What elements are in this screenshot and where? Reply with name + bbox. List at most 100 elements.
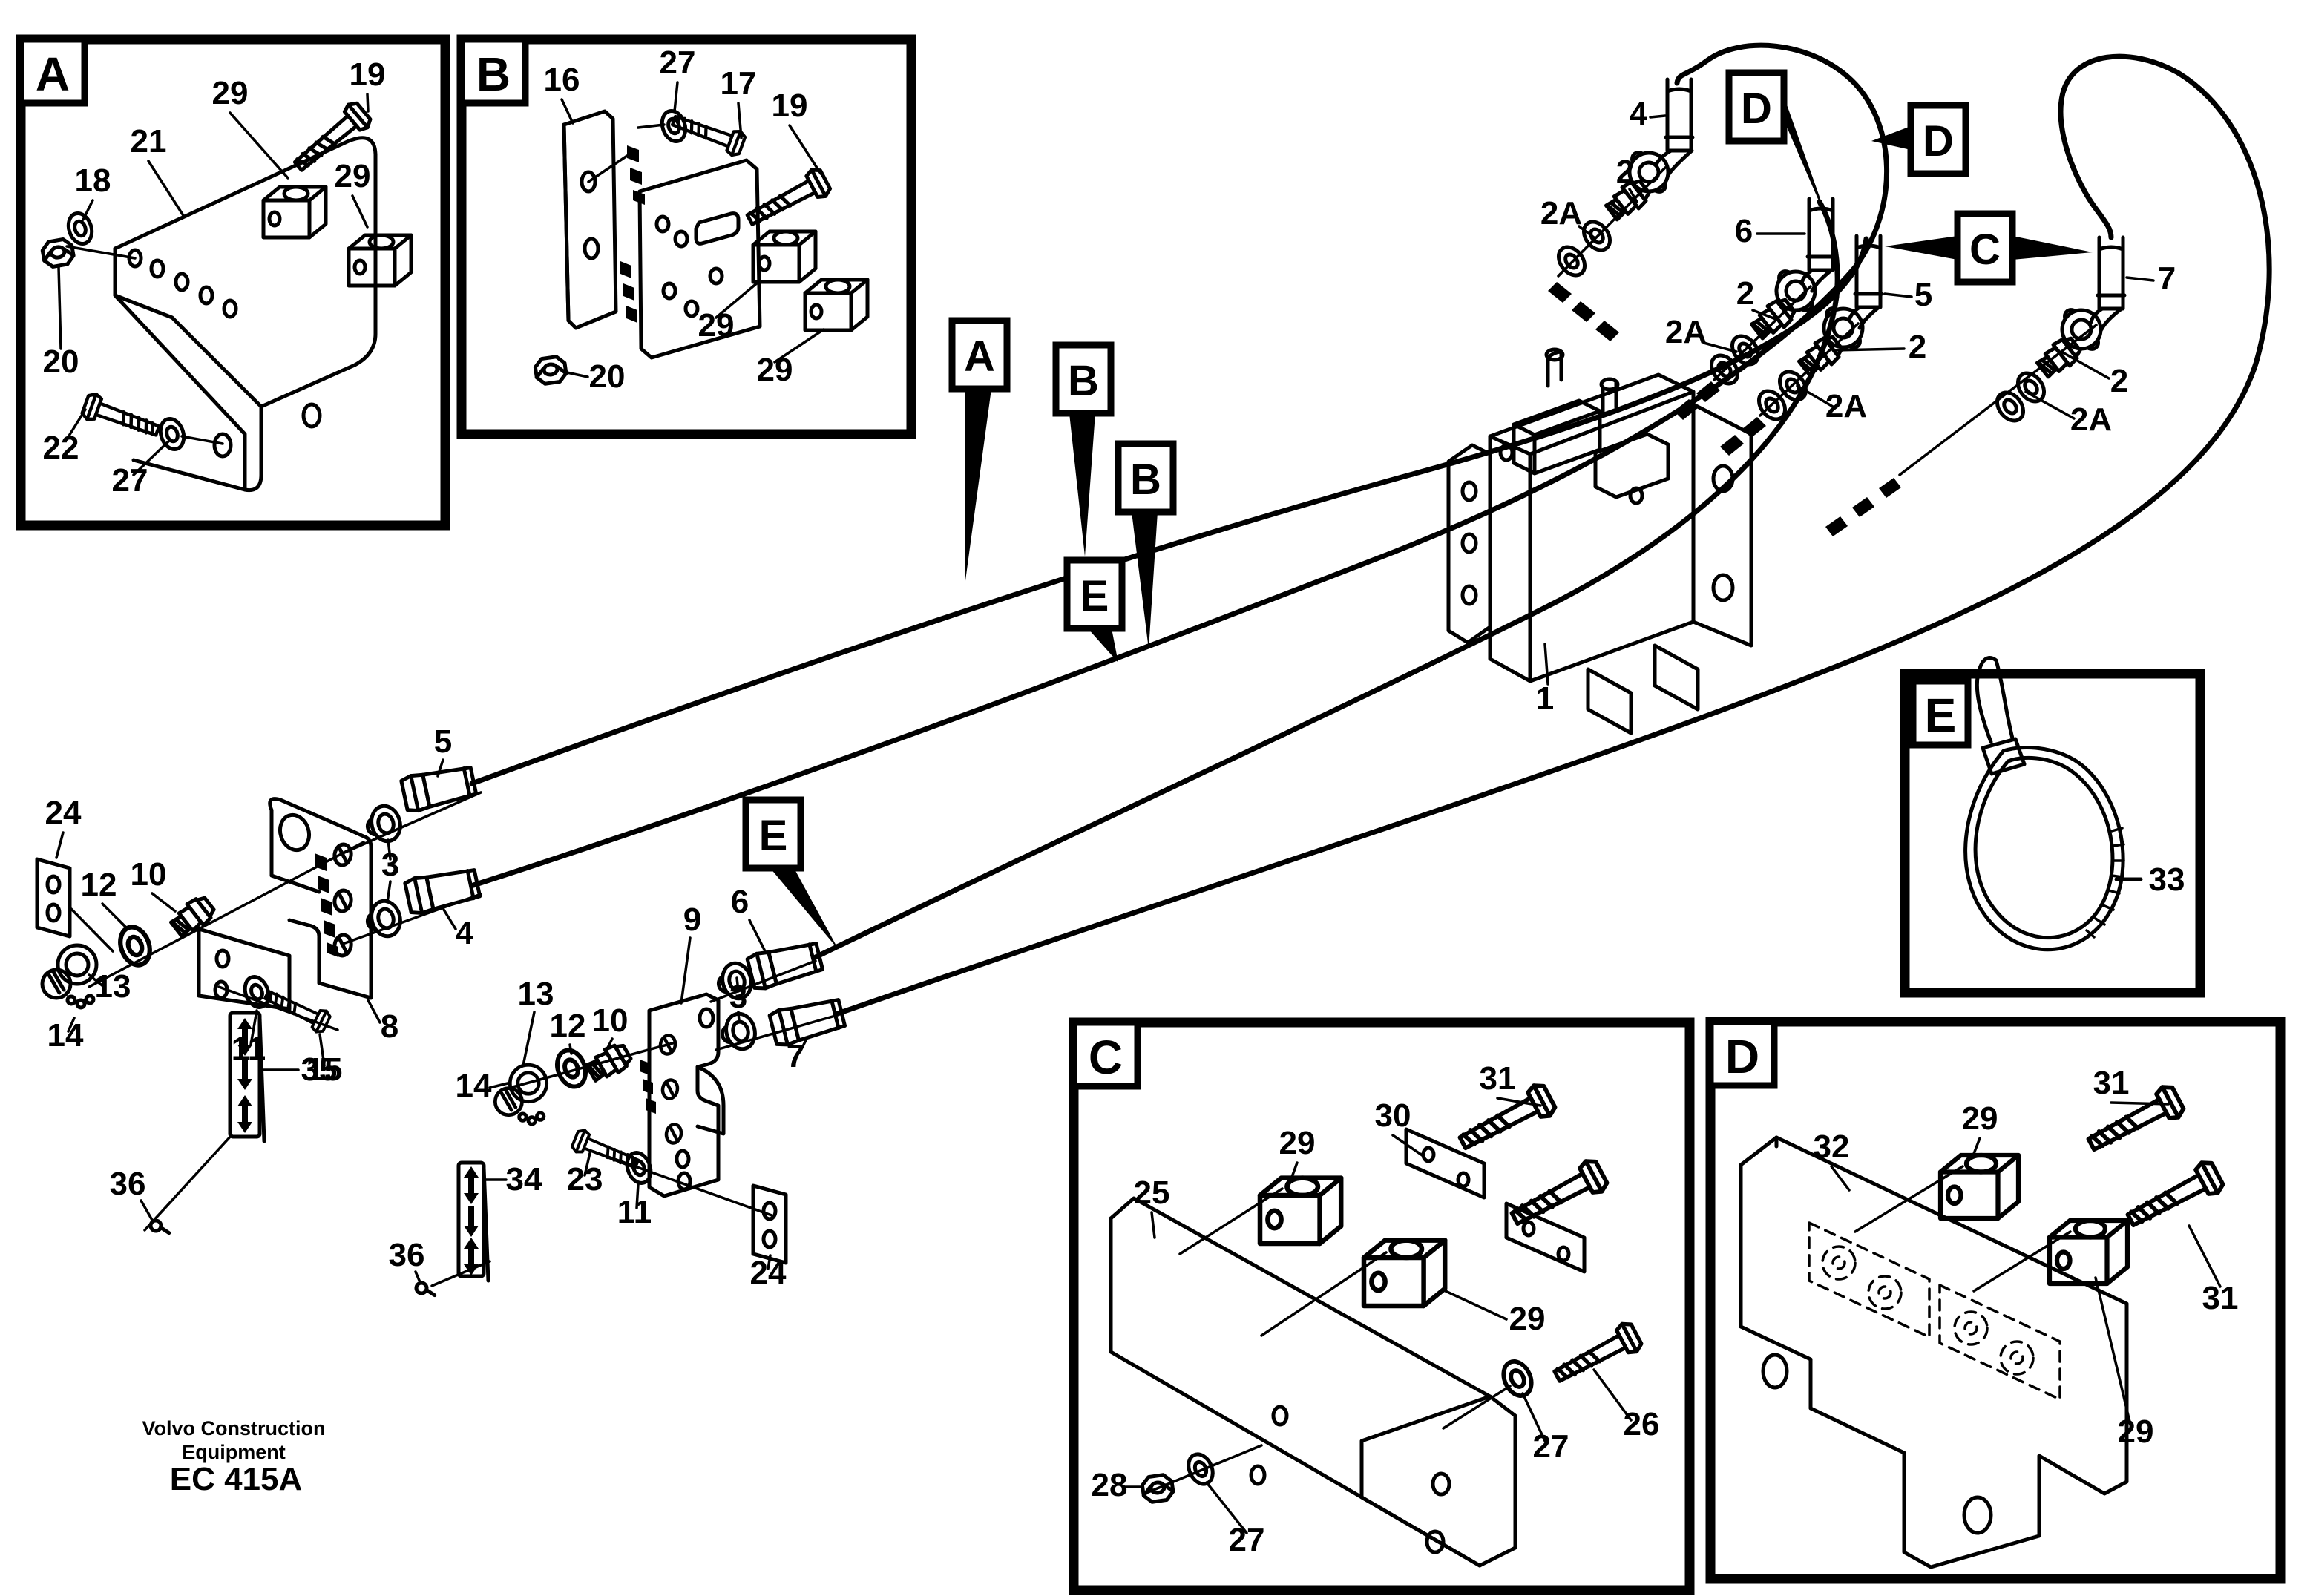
label-2: 2 [2110, 363, 2128, 399]
panel-b-letter: B [476, 47, 511, 101]
label-9: 9 [683, 902, 701, 938]
label-7: 7 [2158, 260, 2176, 297]
label-11: 11 [232, 1031, 266, 1067]
clamp-block-29 [1940, 1155, 2018, 1218]
bracket-9-assembly [415, 939, 846, 1298]
label-29: 29 [1509, 1301, 1546, 1337]
label-27: 27 [1229, 1522, 1265, 1558]
valve-block [1446, 347, 1753, 735]
bracket-8-assembly [37, 763, 481, 1236]
label-35: 35 [301, 1051, 338, 1088]
bolt-15 [260, 982, 333, 1036]
label-24: 24 [45, 795, 82, 831]
label-24: 24 [750, 1255, 787, 1291]
panel-b-bracket-assembly [534, 108, 867, 384]
label-4: 4 [1630, 96, 1648, 132]
bolt-31 [2122, 1159, 2225, 1235]
callout-a: A [964, 332, 995, 381]
panel-e-cable-tie [1963, 656, 2143, 952]
panel-c-letter: C [1089, 1031, 1123, 1084]
clamp-block-29 [263, 187, 326, 237]
label-1: 1 [1536, 680, 1554, 717]
callout-e2: E [759, 812, 788, 860]
label-34: 34 [506, 1161, 542, 1198]
label-3: 3 [729, 979, 747, 1015]
label-29: 29 [1279, 1125, 1316, 1161]
label-29: 29 [698, 307, 735, 344]
hatch-dashes [620, 145, 645, 323]
panel-e-letter: E [1925, 689, 1957, 742]
label-2: 2 [1909, 329, 1926, 365]
part-labels: 29 19 21 18 29 20 22 27 16 27 17 19 29 2… [43, 45, 2239, 1558]
nut-20 [42, 238, 75, 268]
label-23: 23 [567, 1161, 603, 1198]
label-6: 6 [1735, 213, 1753, 249]
fitting-chain-7 [1825, 237, 2124, 536]
washer-27 [1498, 1357, 1537, 1400]
label-30: 30 [1375, 1097, 1411, 1134]
label-25: 25 [1134, 1175, 1170, 1211]
bolt-31 [1506, 1157, 1609, 1234]
callout-markers: A B B E E D D C [742, 69, 2093, 950]
label-5: 5 [1914, 277, 1932, 313]
label-13: 13 [95, 968, 131, 1005]
fitting-chain-6 [1674, 199, 1834, 420]
label-33: 33 [2149, 861, 2185, 898]
label-3: 3 [381, 847, 399, 883]
label-7: 7 [787, 1038, 804, 1074]
plate-24 [753, 1186, 786, 1263]
clamp-block-29 [753, 231, 816, 282]
label-2: 2 [1616, 154, 1634, 190]
label-2a: 2A [2070, 401, 2112, 438]
label-29: 29 [335, 158, 371, 194]
label-21: 21 [131, 123, 167, 160]
panel-a-letter: A [36, 47, 70, 101]
callout-d1: D [1741, 85, 1772, 133]
label-6: 6 [731, 884, 749, 920]
label-2a: 2A [1540, 195, 1582, 231]
label-19: 19 [772, 88, 808, 124]
brand-line2: Equipment [182, 1441, 286, 1463]
coupler-13-14 [495, 1065, 546, 1124]
label-29: 29 [2118, 1413, 2154, 1450]
brand-line1: Volvo Construction [142, 1417, 326, 1439]
label-13: 13 [518, 976, 554, 1012]
callout-e1: E [1080, 572, 1109, 620]
label-20: 20 [589, 358, 626, 395]
label-14: 14 [456, 1068, 492, 1104]
label-27: 27 [112, 462, 148, 499]
label-29: 29 [1962, 1100, 1998, 1137]
label-19: 19 [350, 56, 386, 93]
fitting-chain-4 [1548, 79, 1693, 341]
label-28: 28 [1092, 1467, 1128, 1503]
panel-d-bracket-assembly [1739, 1083, 2225, 1569]
label-31: 31 [2202, 1280, 2239, 1316]
label-16: 16 [544, 62, 580, 98]
label-27: 27 [1533, 1428, 1569, 1465]
hydraulic-hoses [469, 42, 2272, 1017]
label-12: 12 [81, 867, 117, 903]
label-2a: 2A [1825, 388, 1867, 424]
bolt-22 [81, 392, 163, 443]
label-20: 20 [43, 344, 79, 380]
label-4: 4 [456, 915, 474, 951]
panel-E-frame: E [1900, 669, 2205, 998]
label-32: 32 [1814, 1129, 1850, 1165]
label-27: 27 [660, 45, 696, 81]
washer-12 [115, 923, 154, 969]
panel-D-frame: D [1705, 1017, 2286, 1584]
label-29: 29 [212, 75, 249, 111]
hose-7 [835, 53, 2272, 1017]
label-17: 17 [721, 65, 757, 102]
label-29: 29 [757, 352, 793, 388]
clamp-block-29 [1364, 1241, 1445, 1306]
decal-35 [228, 1011, 266, 1143]
brand-block: Volvo Construction Equipment EC 415A [142, 1417, 326, 1497]
clamp-block-29 [805, 280, 867, 330]
coupler-13-14 [42, 945, 96, 1008]
label-5: 5 [434, 723, 452, 760]
hose-6 [813, 199, 1840, 960]
label-36: 36 [110, 1166, 146, 1202]
